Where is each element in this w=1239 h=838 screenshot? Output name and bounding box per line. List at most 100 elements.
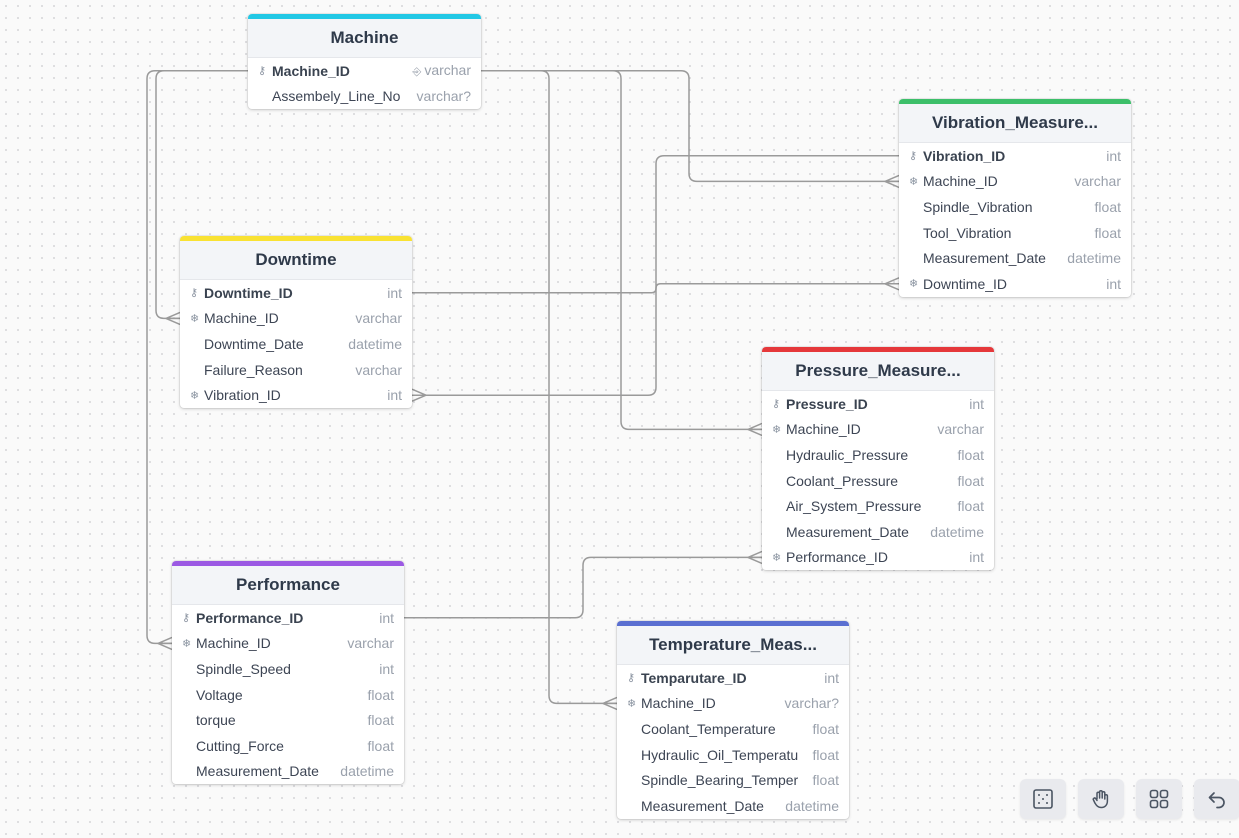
field-type: int xyxy=(969,396,984,412)
field-name: Measurement_Date xyxy=(196,763,319,780)
crow-foot-marker xyxy=(411,388,427,402)
field-type-label: int xyxy=(969,549,984,566)
field-name: Coolant_Pressure xyxy=(786,472,899,489)
field-name: Machine_ID xyxy=(641,695,716,712)
field-type: int xyxy=(387,285,402,301)
table-title[interactable]: Temperature_Meas... xyxy=(617,626,849,665)
field-type-label: float xyxy=(1094,224,1121,241)
field-type-label: varchar? xyxy=(416,88,471,105)
field-name: Performance_ID xyxy=(786,549,888,566)
table-title[interactable]: Machine xyxy=(248,19,481,58)
field-type: varchar xyxy=(347,635,394,651)
crow-foot-marker xyxy=(602,696,618,711)
crow-foot-marker xyxy=(747,422,763,437)
field-row[interactable]: ⚷Machine_ID⎆varchar xyxy=(248,58,481,84)
field-type: float xyxy=(368,687,394,703)
field-name: Measurement_Date xyxy=(923,250,1046,267)
field-row[interactable]: Tool_Vibration float xyxy=(899,220,1131,246)
field-type: float xyxy=(368,738,394,754)
key-icon: ⚷ xyxy=(182,612,191,625)
field-type: varchar? xyxy=(785,695,839,711)
field-name: Spindle_Speed xyxy=(196,660,291,677)
field-type: varchar xyxy=(355,362,402,378)
field-name: Machine_ID xyxy=(786,421,861,438)
field-type-label: int xyxy=(1106,147,1121,164)
relation-line xyxy=(404,556,762,619)
pan-button[interactable] xyxy=(1078,779,1124,819)
field-name: Tool_Vibration xyxy=(923,224,1012,241)
field-type: int xyxy=(969,549,984,565)
field-type: varchar xyxy=(1074,173,1121,189)
field-type: int xyxy=(824,670,839,686)
field-row[interactable]: Hydraulic_Oil_Temperatu float xyxy=(617,742,849,768)
field-type: ⎆varchar xyxy=(413,62,472,79)
table-accent-bar xyxy=(172,561,404,566)
table-title[interactable]: Pressure_Measure... xyxy=(762,352,994,391)
field-type: float xyxy=(1095,199,1121,215)
field-type-label: datetime xyxy=(930,523,984,540)
field-type: varchar xyxy=(937,421,984,437)
undo-button[interactable] xyxy=(1194,779,1239,819)
field-type: float xyxy=(813,747,839,763)
field-name: Machine_ID xyxy=(923,173,998,190)
table-title[interactable]: Downtime xyxy=(180,241,412,280)
field-name: Hydraulic_Oil_Temperatu xyxy=(641,746,799,763)
field-name: Pressure_ID xyxy=(786,395,868,412)
relation-line xyxy=(412,283,899,294)
layout-button[interactable] xyxy=(1136,779,1182,819)
field-row[interactable]: ❄ Machine_ID varchar? xyxy=(617,691,849,717)
table-title[interactable]: Vibration_Measure... xyxy=(899,104,1131,143)
canvas-toolbar xyxy=(1020,779,1239,819)
field-type-label: float xyxy=(367,712,394,729)
table-title[interactable]: Performance xyxy=(172,566,404,605)
field-name: Machine_ID xyxy=(272,62,350,79)
field-type: datetime xyxy=(785,798,839,814)
relation-line xyxy=(481,70,899,183)
table-accent-bar xyxy=(617,621,849,626)
field-type-label: float xyxy=(957,446,984,463)
hand-icon xyxy=(1092,790,1109,809)
key-icon: ⚷ xyxy=(909,150,918,163)
field-type-label: float xyxy=(367,686,394,703)
table-accent-bar xyxy=(180,236,412,241)
fit-view-button[interactable] xyxy=(1020,779,1066,819)
foreign-key-icon: ❄ xyxy=(627,697,637,710)
foreign-key-icon: ❄ xyxy=(182,637,192,650)
field-name: Downtime_Date xyxy=(204,335,304,352)
